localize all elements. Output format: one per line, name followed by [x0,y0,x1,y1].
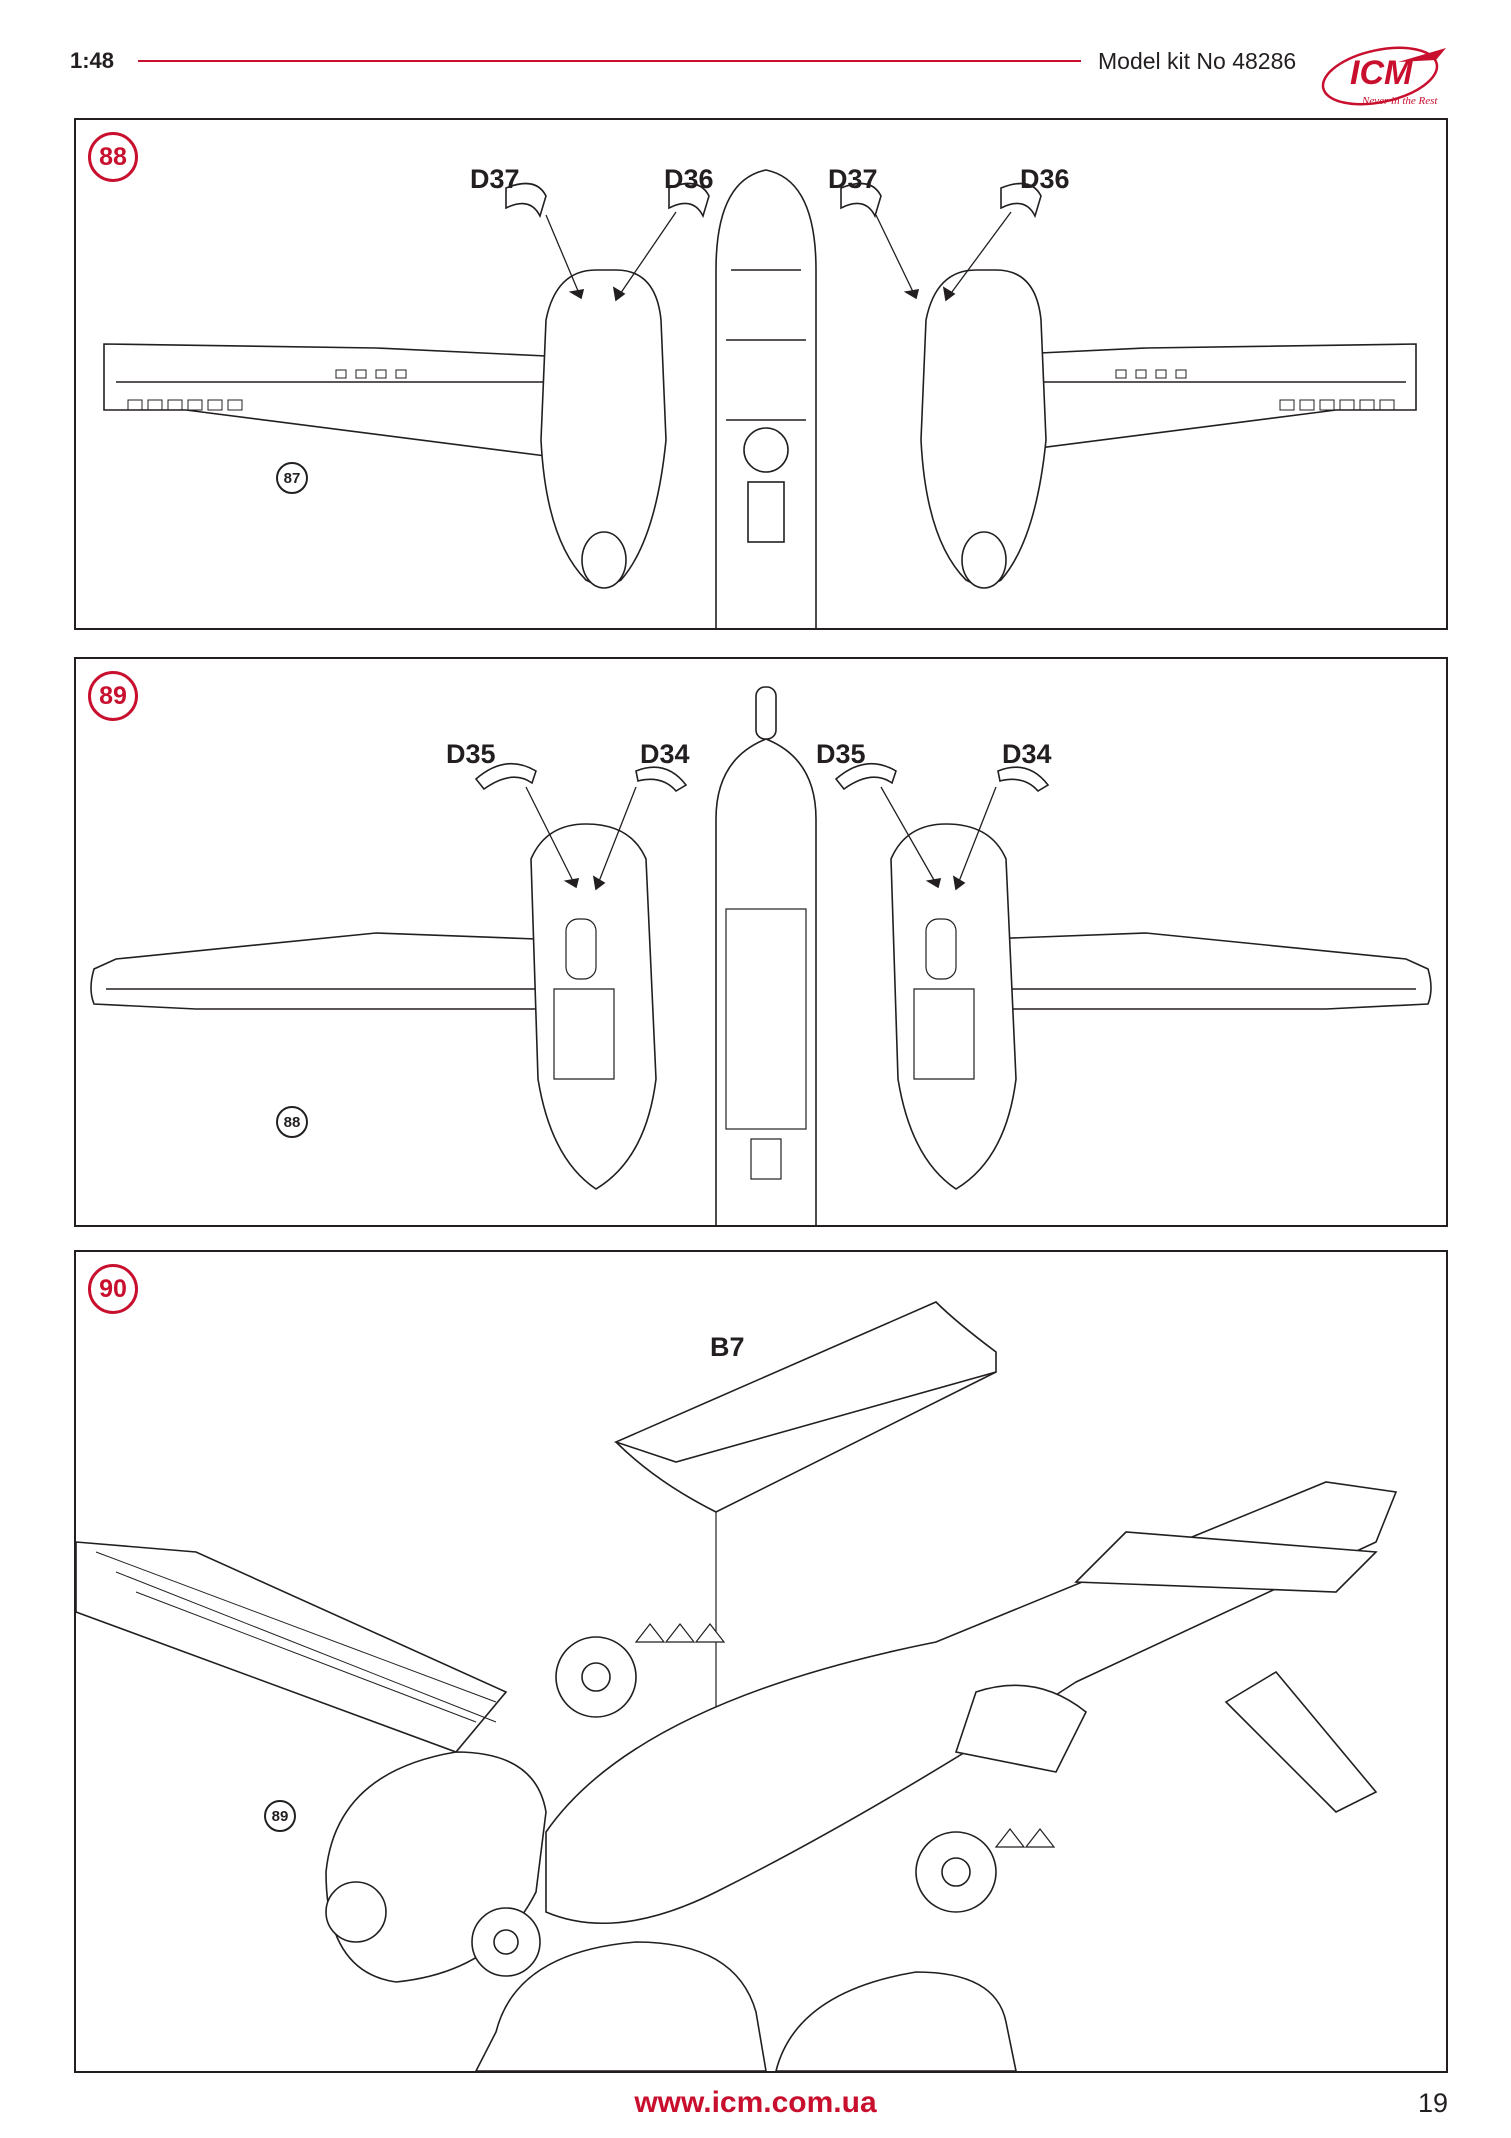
reference-step-badge: 88 [276,1106,308,1138]
part-label-d35-left: D35 [446,739,496,769]
part-label-d34-left: D34 [640,739,690,769]
part-label-b7: B7 [710,1332,745,1362]
reference-step-badge: 89 [264,1800,296,1832]
kit-title: Model kit No 48286 [1098,48,1297,74]
scale-label: 1:48 [70,48,115,73]
part-label-d35-right: D35 [816,739,866,769]
website-link[interactable]: www.icm.com.ua [634,2086,877,2119]
step-89-illustration [90,686,1432,1225]
part-label-d36-left: D36 [664,164,714,194]
step-number: 89 [88,671,138,721]
reference-step-badge: 87 [276,462,308,494]
part-label-d37-left: D37 [470,164,520,194]
svg-text:ICM: ICM [1350,54,1413,92]
part-label-d37-right: D37 [828,164,878,194]
header-rule [138,60,1081,62]
step-88-panel: 88 D37 D36 D37 D36 87 [74,118,1448,630]
step-89-panel: 89 D35 D34 D35 D34 88 [74,657,1448,1227]
part-label-d36-right: D36 [1020,164,1070,194]
step-number: 90 [88,1264,138,1314]
part-label-d34-right: D34 [1002,739,1052,769]
step-88-illustration [103,169,1417,628]
page-number: 19 [1418,2088,1449,2118]
icm-logo: ICM Never in the Rest [1321,46,1446,107]
step-number: 88 [88,132,138,182]
step-90-illustration [76,1301,1398,2071]
svg-text:Never in the Rest: Never in the Rest [1361,95,1438,107]
step-90-panel: 90 B7 89 [74,1250,1448,2073]
